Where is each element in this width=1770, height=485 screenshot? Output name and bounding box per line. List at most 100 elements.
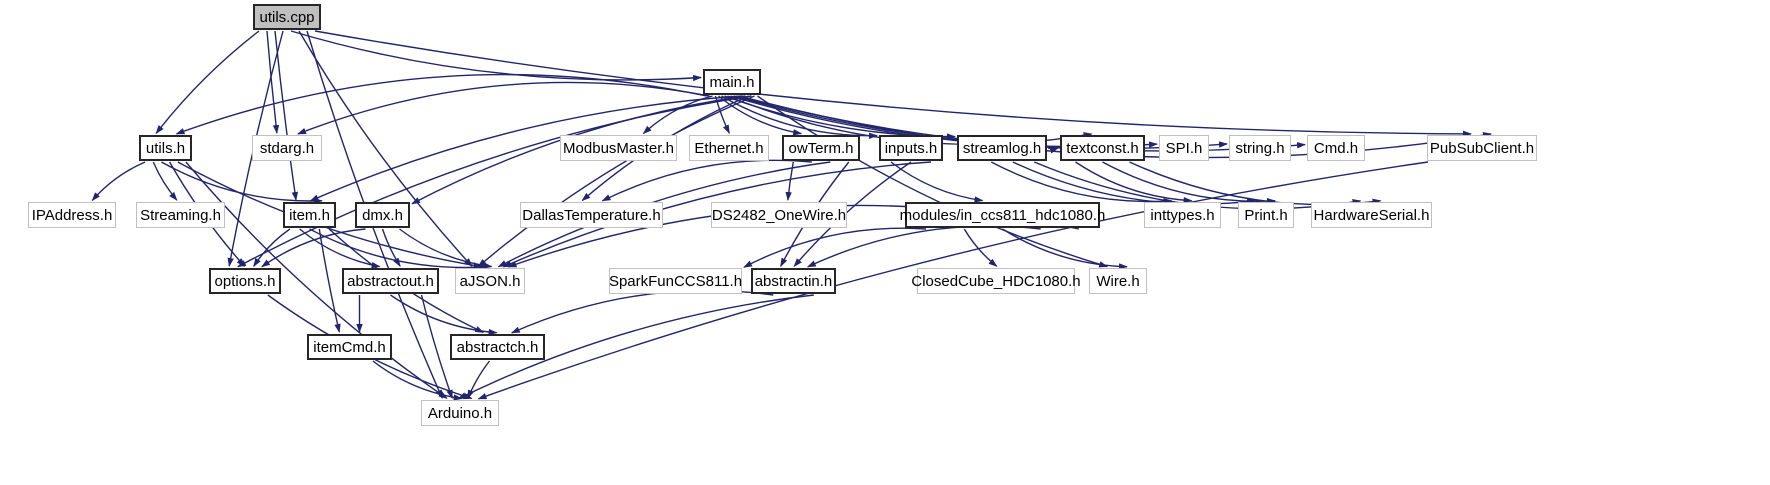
graph-edge-main-h-to-modbusmaster-h — [642, 95, 713, 135]
graph-edge-main-h-to-wire-h — [757, 95, 1109, 268]
graph-node-utils-h[interactable]: utils.h — [139, 135, 192, 161]
graph-edge-main-h-to-ajson-h — [477, 95, 755, 268]
graph-node-label: DallasTemperature.h — [522, 206, 661, 224]
graph-node-ethernet-h[interactable]: Ethernet.h — [689, 135, 769, 161]
graph-node-abstractin-h[interactable]: abstractin.h — [751, 268, 836, 294]
graph-edge-streamlog-h-to-print-h — [1012, 161, 1256, 205]
graph-edge-itemcmd-h-to-arduino-h — [372, 360, 463, 401]
graph-node-label: main.h — [709, 73, 755, 91]
graph-node-abstractout-h[interactable]: abstractout.h — [342, 268, 439, 294]
graph-edge-owterm-h-to-ajson-h — [497, 161, 831, 268]
graph-edge-inputs-h-to-ajson-h — [502, 161, 932, 268]
graph-node-main-h[interactable]: main.h — [703, 69, 761, 95]
graph-edge-main-h-to-utils-h — [175, 73, 707, 135]
graph-node-ipaddress-h[interactable]: IPAddress.h — [28, 202, 116, 228]
graph-node-inputs-h[interactable]: inputs.h — [879, 135, 943, 161]
graph-edge-item-h-to-abstractout-h — [299, 228, 381, 269]
graph-edge-abstractout-h-to-arduino-h — [420, 294, 453, 399]
graph-node-owterm-h[interactable]: owTerm.h — [782, 135, 860, 161]
graph-node-label: owTerm.h — [788, 139, 854, 157]
graph-edge-main-h-to-options-h — [237, 95, 752, 268]
graph-node-label: SparkFunCCS811.h — [608, 272, 743, 290]
graph-node-wire-h[interactable]: Wire.h — [1089, 268, 1147, 294]
graph-edge-textconst-h-to-print-h — [1102, 161, 1276, 205]
graph-edge-abstractin-h-to-abstractch-h — [510, 289, 774, 334]
graph-edge-main-h-to-ethernet-h — [714, 95, 730, 134]
graph-node-label: PubSubClient.h — [1429, 139, 1535, 157]
graph-node-item-h[interactable]: item.h — [283, 202, 336, 228]
graph-node-label: HardwareSerial.h — [1313, 206, 1430, 224]
graph-node-sparkfunccs811-h[interactable]: SparkFunCCS811.h — [609, 268, 742, 294]
graph-edge-textconst-h-to-inttypes-h — [1075, 161, 1193, 204]
graph-edge-utils-cpp-to-pubsubclient-h — [314, 30, 1472, 138]
graph-edge-main-h-to-stdarg-h — [297, 81, 710, 135]
graph-node-utils-cpp[interactable]: utils.cpp — [253, 4, 321, 30]
graph-node-label: utils.cpp — [259, 8, 315, 26]
graph-node-label: modules/in_ccs811_hdc1080.h — [899, 206, 1106, 224]
graph-node-string-h[interactable]: string.h — [1229, 135, 1291, 161]
graph-node-inttypes-h[interactable]: inttypes.h — [1144, 202, 1221, 228]
graph-edge-abstractin-h-to-arduino-h — [457, 294, 814, 400]
graph-node-label: stdarg.h — [259, 139, 315, 157]
graph-node-textconst-h[interactable]: textconst.h — [1060, 135, 1145, 161]
graph-edge-utils-h-to-item-h — [161, 161, 323, 205]
graph-node-label: DS2482_OneWire.h — [711, 206, 847, 224]
graph-edge-dmx-h-to-options-h — [261, 228, 366, 268]
graph-edge-utils-cpp-to-item-h — [274, 30, 299, 201]
graph-node-hardwareserial-h[interactable]: HardwareSerial.h — [1311, 202, 1432, 228]
graph-node-spi-h[interactable]: SPI.h — [1159, 135, 1209, 161]
graph-edge-owterm-h-to-ds2482-onewire-h — [785, 161, 794, 201]
graph-node-stdarg-h[interactable]: stdarg.h — [252, 135, 322, 161]
graph-node-ajson-h[interactable]: aJSON.h — [455, 268, 525, 294]
graph-edge-streamlog-h-to-textconst-h — [1047, 147, 1059, 154]
graph-edge-utils-h-to-ipaddress-h — [91, 161, 146, 202]
graph-node-modbusmaster-h[interactable]: ModbusMaster.h — [560, 135, 677, 161]
graph-node-label: textconst.h — [1066, 139, 1139, 157]
graph-node-dallastemperature-h[interactable]: DallasTemperature.h — [520, 202, 663, 228]
graph-node-ds2482-onewire-h[interactable]: DS2482_OneWire.h — [711, 202, 847, 228]
graph-node-label: dmx.h — [362, 206, 403, 224]
graph-node-label: string.h — [1235, 139, 1285, 157]
graph-node-modules-in-ccs811-hdc1080-h[interactable]: modules/in_ccs811_hdc1080.h — [900, 202, 1105, 228]
graph-node-label: Cmd.h — [1313, 139, 1359, 157]
graph-node-label: SPI.h — [1165, 139, 1203, 157]
graph-node-itemcmd-h[interactable]: itemCmd.h — [307, 334, 392, 360]
graph-node-label: streamlog.h — [962, 139, 1042, 157]
graph-node-pubsubclient-h[interactable]: PubSubClient.h — [1427, 135, 1537, 161]
graph-node-label: itemCmd.h — [313, 338, 386, 356]
graph-edge-utils-h-to-arduino-h — [185, 161, 448, 399]
graph-node-label: ClosedCube_HDC1080.h — [911, 272, 1081, 290]
graph-node-label: Wire.h — [1096, 272, 1140, 290]
graph-node-closedcube-hdc1080-h[interactable]: ClosedCube_HDC1080.h — [911, 268, 1081, 294]
graph-node-label: utils.h — [145, 139, 186, 157]
graph-node-label: Ethernet.h — [694, 139, 764, 157]
graph-edge-main-h-to-owterm-h — [718, 95, 803, 136]
graph-node-cmd-h[interactable]: Cmd.h — [1307, 135, 1365, 161]
graph-edge-dmx-h-to-abstractout-h — [381, 228, 401, 267]
graph-edge-item-h-to-options-h — [253, 228, 291, 268]
graph-node-label: abstractch.h — [456, 338, 539, 356]
graph-node-options-h[interactable]: options.h — [209, 268, 281, 294]
graph-edge-utils-cpp-to-utils-h — [155, 30, 260, 135]
graph-node-arduino-h[interactable]: Arduino.h — [421, 400, 499, 426]
graph-node-streamlog-h[interactable]: streamlog.h — [957, 135, 1047, 161]
graph-node-streaming-h[interactable]: Streaming.h — [136, 202, 225, 228]
graph-edge-main-h-to-item-h — [309, 95, 743, 202]
graph-node-label: ModbusMaster.h — [563, 139, 674, 157]
graph-node-label: Streaming.h — [140, 206, 221, 224]
graph-edge-utils-cpp-to-ajson-h — [298, 30, 473, 267]
graph-node-dmx-h[interactable]: dmx.h — [355, 202, 410, 228]
graph-node-label: item.h — [289, 206, 330, 224]
graph-edge-inputs-h-to-abstractin-h — [793, 161, 912, 268]
graph-node-label: Arduino.h — [427, 404, 493, 422]
graph-edge-utils-h-to-streaming-h — [152, 161, 178, 201]
graph-node-label: IPAddress.h — [31, 206, 113, 224]
graph-edge-modules-in-ccs811-hdc1080-h-to-wire-h — [1002, 228, 1128, 270]
graph-node-label: abstractin.h — [754, 272, 833, 290]
graph-edge-item-h-to-itemcmd-h — [318, 228, 341, 333]
graph-node-print-h[interactable]: Print.h — [1238, 202, 1294, 228]
graph-node-abstractch-h[interactable]: abstractch.h — [450, 334, 545, 360]
graph-edge-modules-in-ccs811-hdc1080-h-to-sparkfunccs811-h — [743, 227, 927, 268]
